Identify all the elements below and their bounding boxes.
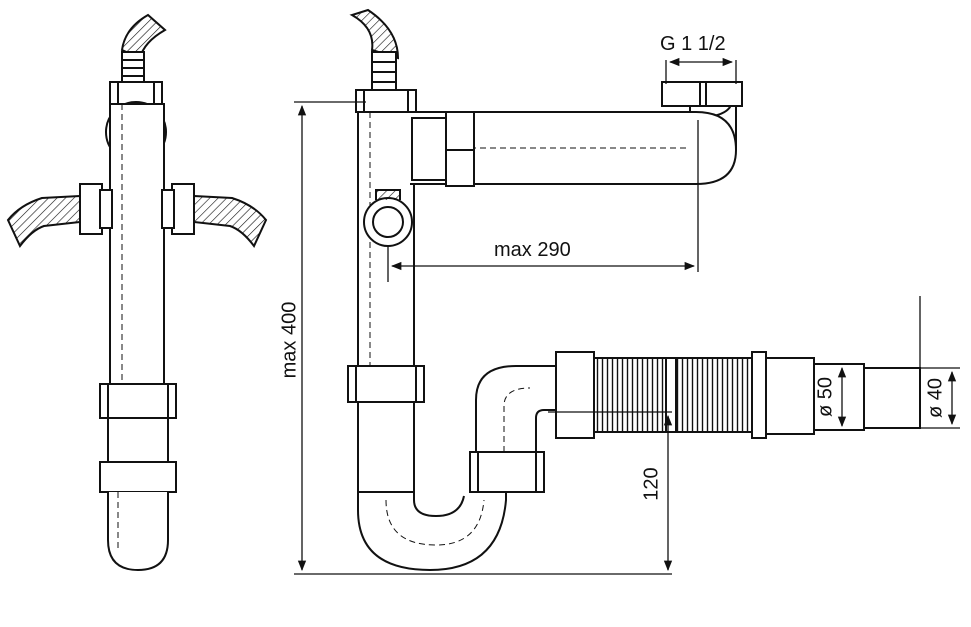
label-hose-diameter: ø 50 bbox=[814, 377, 836, 417]
hose-end-ring bbox=[751, 351, 767, 439]
front-side-nipple bbox=[363, 197, 413, 247]
label-horizontal-reach: max 290 bbox=[494, 239, 571, 261]
side-lower-nut bbox=[99, 461, 177, 493]
side-lower-body bbox=[107, 417, 169, 469]
side-right-hose bbox=[161, 183, 268, 248]
side-collar-nut bbox=[99, 383, 177, 419]
front-top-hose bbox=[349, 8, 400, 93]
side-top-hose bbox=[120, 13, 167, 85]
hose-end-fitting bbox=[765, 357, 815, 435]
u-bend bbox=[357, 488, 507, 572]
front-view bbox=[347, 8, 921, 572]
label-thread: G 1 1/2 bbox=[660, 33, 726, 55]
thread-connector bbox=[661, 81, 743, 107]
arm-socket bbox=[411, 117, 447, 181]
label-total-height: max 400 bbox=[278, 302, 300, 379]
label-outlet-height: 120 bbox=[640, 467, 662, 500]
front-collar-nut bbox=[347, 365, 425, 403]
dimension-lines bbox=[294, 57, 960, 575]
hose-sleeve bbox=[555, 351, 595, 439]
corrugated-hose-2 bbox=[675, 357, 753, 433]
side-left-hose bbox=[6, 183, 113, 248]
outlet-pipe bbox=[863, 367, 921, 429]
u-bend-nut bbox=[469, 451, 545, 493]
label-outlet-diameter: ø 40 bbox=[924, 378, 946, 418]
side-view bbox=[6, 13, 268, 572]
side-trap-bottom bbox=[107, 492, 169, 572]
outlet-elbow bbox=[475, 365, 556, 452]
front-lower-tube bbox=[357, 401, 415, 493]
side-main-tube bbox=[109, 103, 165, 385]
corrugated-hose-1 bbox=[593, 357, 667, 433]
